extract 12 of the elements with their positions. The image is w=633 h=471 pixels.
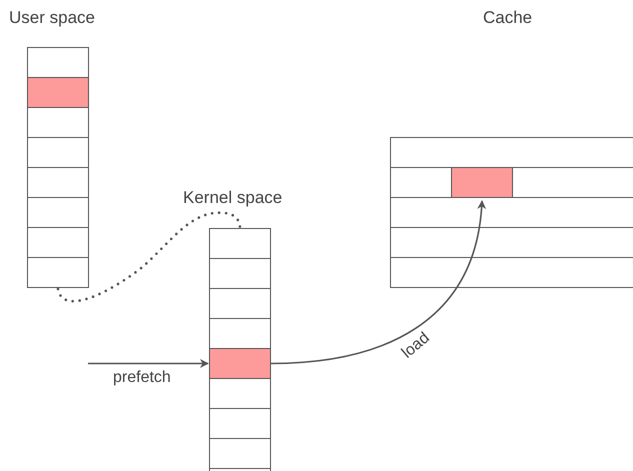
edge-label: load xyxy=(398,329,434,363)
arrow xyxy=(88,359,209,368)
highlighted-cell xyxy=(27,77,89,108)
dotted-connector xyxy=(56,211,242,302)
memory-table xyxy=(390,137,633,288)
heading: Kernel space xyxy=(183,188,282,208)
arrow xyxy=(270,200,486,364)
heading: Cache xyxy=(483,8,532,28)
highlighted-cell xyxy=(451,167,513,198)
edge-label: prefetch xyxy=(113,369,171,387)
heading: User space xyxy=(9,8,95,28)
highlighted-cell xyxy=(209,348,271,379)
